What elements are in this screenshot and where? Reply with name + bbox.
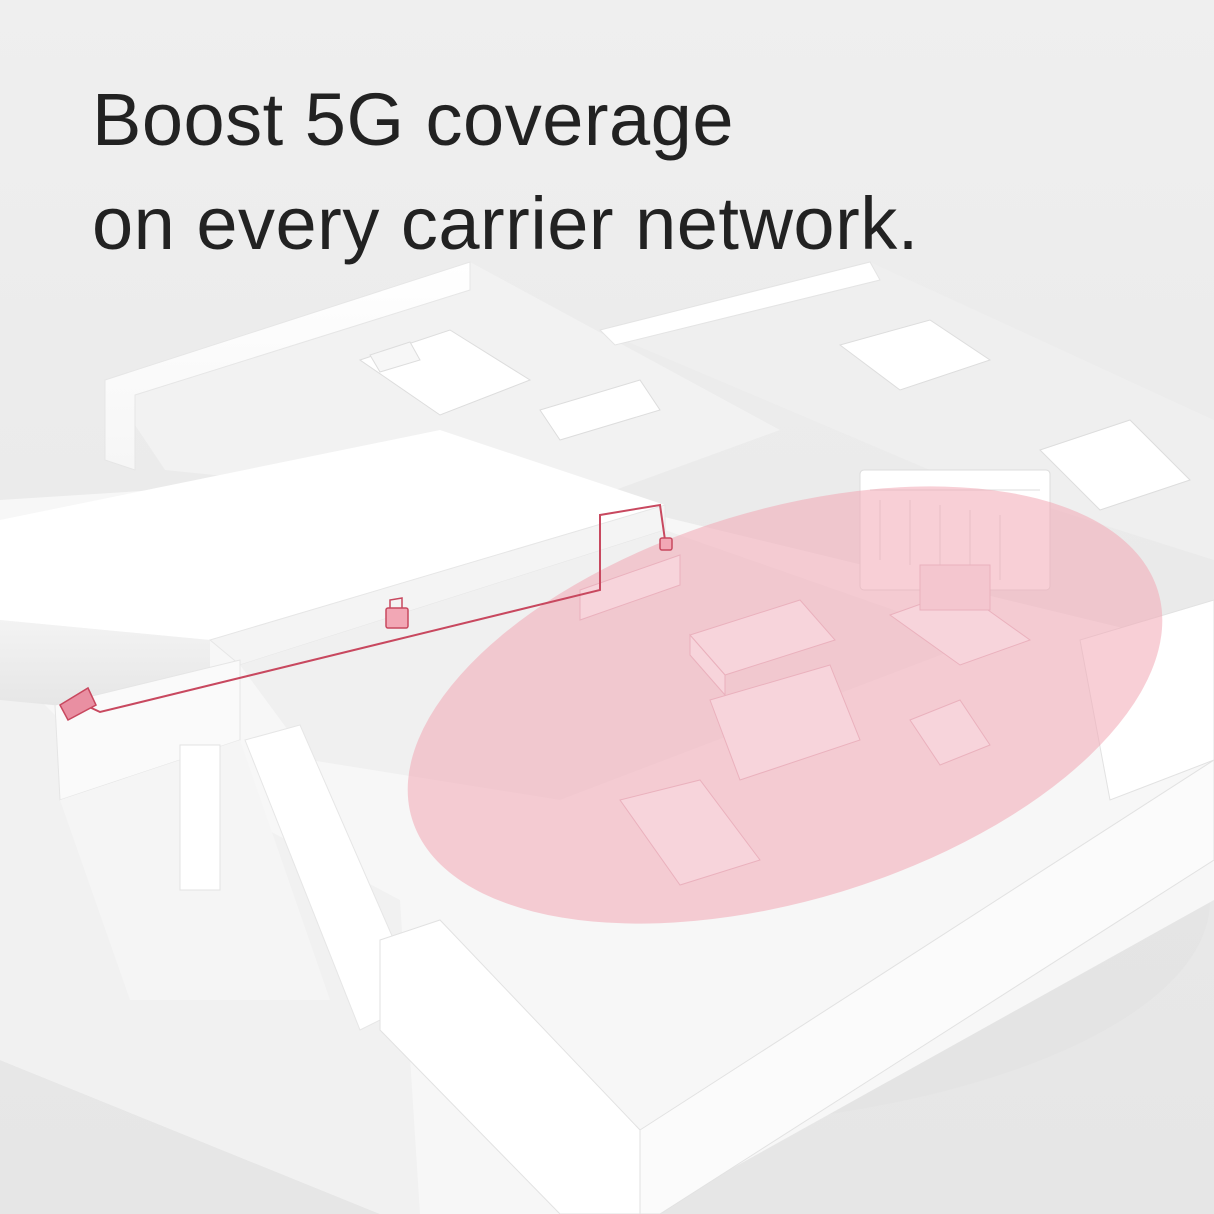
indoor-antenna-icon xyxy=(659,537,673,551)
door xyxy=(179,744,221,891)
back-right-wall xyxy=(599,261,881,346)
booster-unit-icon xyxy=(385,607,409,629)
back-right-rooms-floor xyxy=(600,262,1214,560)
headline-line-1: Boost 5G coverage xyxy=(92,78,734,161)
bed-2 xyxy=(838,319,992,391)
dining-table xyxy=(619,779,761,886)
bed-1 xyxy=(358,329,532,416)
outdoor-antenna-icon xyxy=(59,686,97,722)
bed-3 xyxy=(1039,419,1191,511)
headline: Boost 5G coverage on every carrier netwo… xyxy=(92,68,1092,276)
cable xyxy=(84,503,666,714)
front-wall-left xyxy=(379,919,641,1214)
sofa-2 xyxy=(709,664,861,781)
armchair xyxy=(909,699,991,766)
front-wall-right xyxy=(639,759,1214,1214)
desk xyxy=(539,379,661,441)
tv-console xyxy=(888,564,1032,666)
sofa-1 xyxy=(689,599,836,697)
back-wall xyxy=(104,261,471,471)
sideboard xyxy=(579,554,681,621)
roof-panel xyxy=(0,430,665,640)
headline-line-2: on every carrier network. xyxy=(92,182,919,265)
